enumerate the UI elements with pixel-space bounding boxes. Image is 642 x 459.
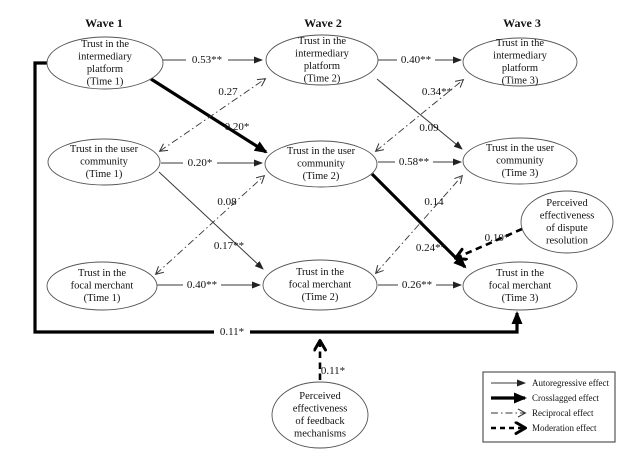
node-label-merchant-t1: Trust in the	[78, 268, 126, 279]
node-community-t3: Trust in the user community(Time 3)	[462, 137, 578, 185]
node-ellipse-platform-t3	[462, 37, 578, 87]
node-label-platform-t3: intermediary	[493, 50, 547, 61]
node-label-community-t2: community	[297, 159, 346, 170]
coefficient-label-recip-community2-platform3: 0.34**	[422, 86, 452, 98]
coefficient-label-auto-community-w1w2: 0.20*	[188, 157, 213, 169]
node-label-platform-t2: Trust in the	[298, 36, 346, 47]
node-label-community-t1: Trust in the user	[70, 144, 139, 155]
node-label-platform-t1: (Time 1)	[87, 76, 124, 87]
node-label-community-t1: community	[80, 157, 129, 168]
legend-crosslagged-label: Crosslagged effect	[532, 393, 600, 403]
coefficient-label-auto-platform-w2w3: 0.40**	[401, 54, 431, 66]
node-ellipse-merchant-t1	[46, 261, 158, 311]
node-label-platform-t3: platform	[502, 63, 538, 74]
node-ellipse-community-t1	[47, 138, 161, 186]
edge-cross-community1-merchant2	[158, 171, 264, 270]
node-ellipse-dispute-resolution	[520, 190, 614, 254]
coefficient-label-auto-merchant-w2w3: 0.26**	[402, 279, 432, 291]
node-label-platform-t3: Trust in the	[496, 38, 544, 49]
node-label-community-t3: (Time 3)	[502, 168, 539, 179]
node-label-community-t1: (Time 1)	[86, 169, 123, 180]
node-label-platform-t2: (Time 2)	[304, 73, 341, 84]
node-label-feedback-mechanisms: of feedback	[295, 416, 345, 427]
node-label-platform-t2: platform	[304, 61, 340, 72]
node-label-feedback-mechanisms: effectiveness	[293, 403, 348, 414]
node-label-dispute-resolution: of dispute	[546, 223, 588, 234]
legend-box	[482, 371, 616, 443]
node-label-merchant-t2: (Time 2)	[302, 292, 339, 303]
node-label-platform-t1: intermediary	[78, 51, 132, 62]
edge-labels-layer: 0.53** 0.40** 0.20* 0.58** 0.40** 0.26** 0.20*…	[187, 54, 510, 377]
node-label-community-t2: Trust in the user	[287, 146, 356, 157]
node-ellipse-feedback-mechanisms	[271, 381, 369, 449]
node-label-platform-t3: (Time 3)	[502, 75, 539, 86]
coefficient-label-cross-platform1-merchant3-left: 0.11*	[220, 326, 244, 338]
node-ellipse-platform-t1	[46, 36, 164, 90]
node-merchant-t3: Trust in the focal merchant(Time 3)	[462, 261, 578, 311]
coefficient-label-cross-platform2-community3: 0.09	[419, 122, 439, 134]
coefficient-label-auto-platform-w1w2: 0.53**	[192, 54, 222, 66]
header-wave-1: Wave 1	[85, 16, 123, 30]
coefficient-label-mod-feedback-on-cross: 0.11*	[321, 365, 345, 377]
edge-recip-merchant2-community3	[374, 174, 464, 275]
node-label-merchant-t3: (Time 3)	[502, 293, 539, 304]
node-label-merchant-t3: Trust in the	[496, 268, 544, 279]
node-label-merchant-t1: (Time 1)	[84, 293, 121, 304]
coefficient-label-auto-merchant-w1w2: 0.40**	[187, 279, 217, 291]
node-ellipse-merchant-t3	[462, 261, 578, 311]
edge-mod-dispute-on-cross	[456, 227, 523, 258]
edges-layer	[33, 56, 523, 380]
node-label-community-t3: Trust in the user	[486, 143, 555, 154]
node-label-community-t2: (Time 2)	[303, 171, 340, 182]
node-label-platform-t1: Trust in the	[81, 39, 129, 50]
node-ellipse-merchant-t2	[262, 259, 378, 311]
node-label-community-t3: community	[496, 156, 545, 167]
node-label-dispute-resolution: resolution	[546, 235, 589, 246]
coefficient-label-recip-merchant1-community2: 0.08	[217, 196, 237, 208]
legend-autoregressive-label: Autoregressive effect	[532, 378, 610, 388]
node-ellipse-community-t3	[462, 137, 578, 185]
node-ellipse-platform-t2	[265, 34, 379, 86]
node-label-feedback-mechanisms: Perceived	[299, 391, 341, 402]
node-ellipse-community-t2	[264, 140, 378, 188]
node-label-feedback-mechanisms: mechanisms	[294, 428, 346, 439]
coefficient-label-recip-community1-platform2: 0.27	[218, 86, 238, 98]
node-community-t2: Trust in the user community(Time 2)	[264, 140, 378, 188]
coefficient-label-mod-dispute-on-cross: 0.10*	[485, 232, 510, 244]
node-label-platform-t2: intermediary	[295, 48, 349, 59]
coefficient-label-cross-platform1-community2: 0.20*	[225, 121, 250, 133]
node-label-merchant-t2: Trust in the	[296, 267, 344, 278]
header-wave-3: Wave 3	[503, 16, 541, 30]
node-label-merchant-t2: focal merchant	[289, 280, 352, 291]
coefficient-label-auto-community-w2w3: 0.58**	[399, 156, 429, 168]
node-label-merchant-t3: focal merchant	[489, 281, 552, 292]
legend-reciprocal-label: Reciprocal effect	[532, 408, 594, 418]
edge-recip-merchant1-community2	[154, 174, 266, 276]
legend-moderation-label: Moderation effect	[532, 423, 597, 433]
edge-cross-platform1-merchant3-right	[250, 311, 523, 334]
coefficient-label-cross-community2-merchant3: 0.24**	[416, 242, 446, 254]
header-wave-2: Wave 2	[304, 16, 342, 30]
coefficient-label-recip-merchant2-community3: 0.14	[424, 196, 444, 208]
node-label-dispute-resolution: Perceived	[546, 198, 588, 209]
node-label-merchant-t1: focal merchant	[71, 281, 134, 292]
node-merchant-t2: Trust in the focal merchant(Time 2)	[262, 259, 378, 311]
node-label-dispute-resolution: effectiveness	[540, 210, 595, 221]
coefficient-label-cross-community1-merchant2: 0.17**	[214, 240, 244, 252]
edge-recip-community1-platform2	[158, 78, 267, 152]
wave-headers-layer: Wave 1 Wave 2 Wave 3	[85, 16, 541, 30]
node-community-t1: Trust in the user community(Time 1)	[47, 138, 161, 186]
node-label-platform-t1: platform	[87, 64, 123, 75]
edge-recip-community2-platform3	[374, 79, 465, 152]
node-merchant-t1: Trust in the focal merchant(Time 1)	[46, 261, 158, 311]
edge-cross-platform1-merchant3-left	[33, 61, 214, 334]
